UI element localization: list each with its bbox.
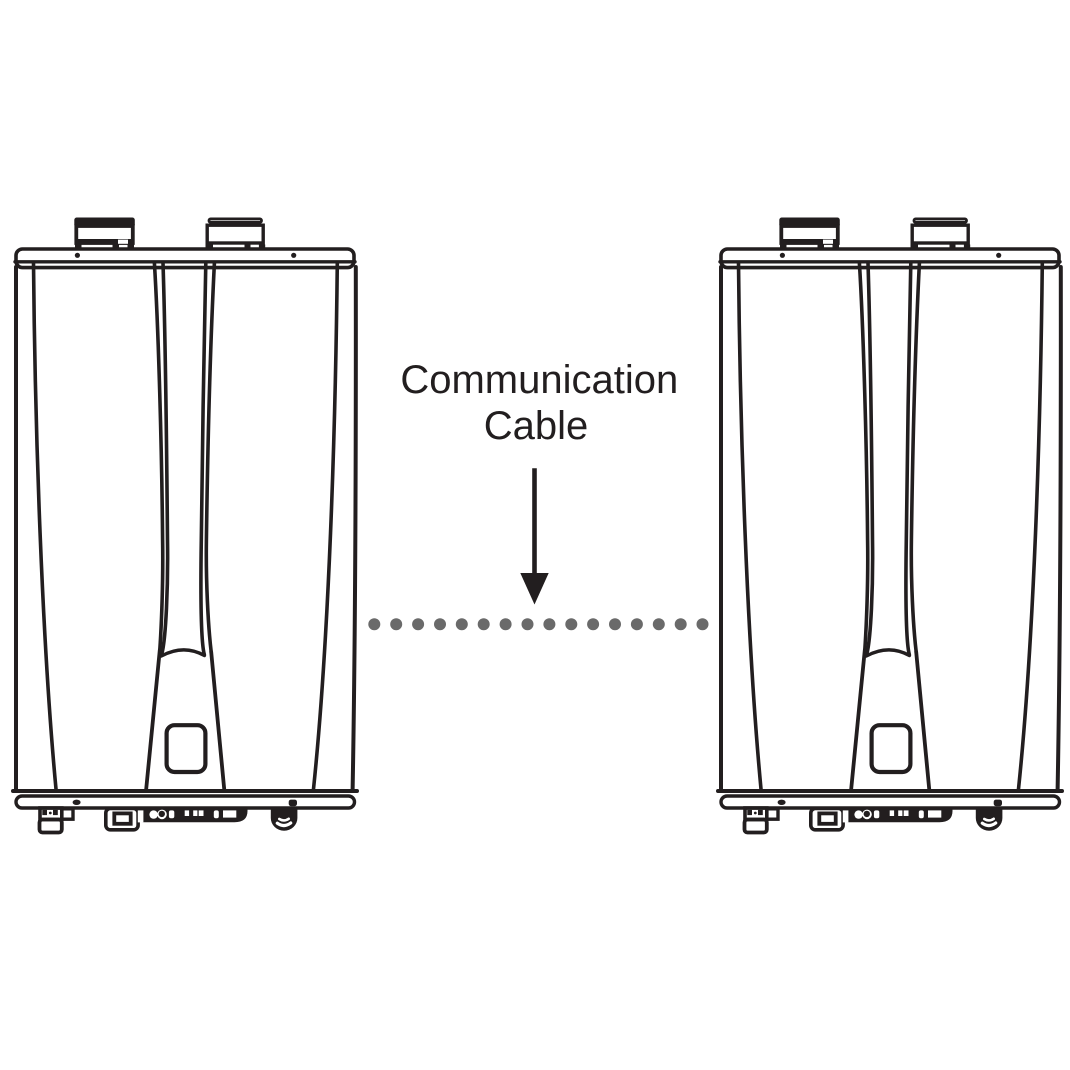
svg-text:Cable: Cable	[484, 404, 589, 448]
svg-text:Communication: Communication	[400, 358, 678, 402]
